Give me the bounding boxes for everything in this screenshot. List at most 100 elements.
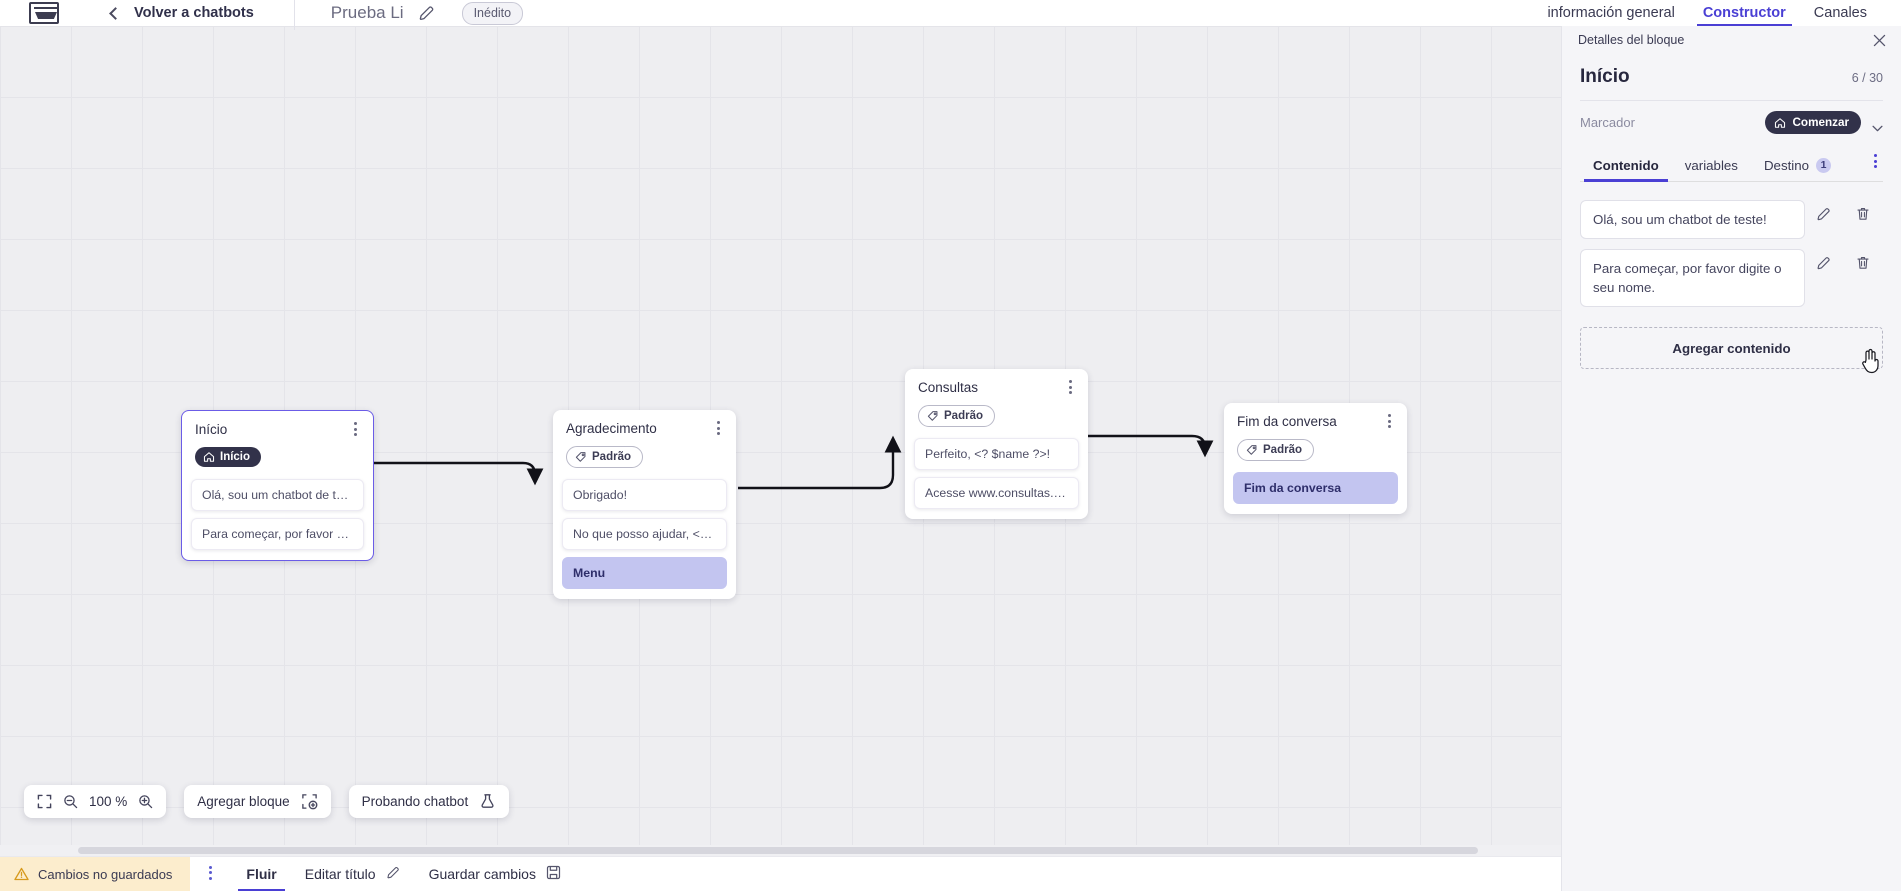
save-changes-button[interactable]: Guardar cambios [429,857,561,891]
node-header: Início [182,411,373,438]
node-message[interactable]: Obrigado! [562,478,727,511]
fit-screen-icon[interactable] [37,794,52,809]
node-title: Consultas [918,380,979,395]
node-message[interactable]: Olá, sou um chatbot de teste! [191,478,364,511]
panel-tabs: Contenido variables Destino 1 [1580,146,1883,182]
panel-tabs-menu-button[interactable] [1867,146,1883,181]
content-list: Olá, sou um chatbot de teste! Para começ… [1562,182,1901,308]
panel-tab-variables[interactable]: variables [1672,151,1751,181]
chevron-left-icon[interactable] [109,6,122,20]
node-title: Fim da conversa [1237,414,1337,429]
panel-tab-badge: 1 [1816,157,1832,173]
warning-triangle-icon [14,867,29,881]
trash-icon[interactable] [1843,200,1883,222]
zoom-in-icon[interactable] [138,794,153,809]
add-block-icon [301,793,318,810]
top-bar: Volver a chatbots Prueba Li Inédito info… [0,0,1901,30]
panel-tab-label: Destino [1763,157,1810,173]
chevron-down-icon[interactable] [1872,119,1883,132]
node-message[interactable]: Para começar, por favor digite o ... [191,517,364,550]
panel-header: Detalles del bloque [1562,26,1901,54]
node-title: Agradecimento [566,421,657,436]
block-count: 6 / 30 [1851,71,1883,85]
pencil-icon[interactable] [1805,249,1843,271]
node-message[interactable]: No que posso ajudar, <? $name ... [562,517,727,550]
node-tag-start: Início [195,446,262,467]
panel-tab-destino[interactable]: Destino 1 [1751,151,1844,181]
content-text[interactable]: Para começar, por favor digite o seu nom… [1580,248,1805,308]
tab-constructor[interactable]: Constructor [1689,0,1800,26]
top-tabs: información general Constructor Canales [1533,0,1901,26]
node-header: Fim da conversa [1224,403,1407,430]
trash-icon[interactable] [1843,249,1883,271]
zoom-level: 100 % [89,794,128,809]
scrollbar-thumb[interactable] [78,847,1478,854]
tab-informacion-general[interactable]: información general [1547,5,1675,21]
flow-canvas[interactable]: Início Início Olá, sou um chatbot de tes… [0,26,1561,856]
flow-node-inicio[interactable]: Início Início Olá, sou um chatbot de tes… [181,410,374,561]
node-header: Consultas [905,369,1088,396]
node-menu-button[interactable] [1382,414,1396,430]
zoom-controls: 100 % [24,785,167,818]
test-chatbot-label: Probando chatbot [361,794,469,809]
via-logo [29,2,59,24]
node-message-accent[interactable]: Menu [562,556,727,589]
panel-title-row: Início 6 / 30 [1580,54,1883,101]
test-chatbot-button[interactable]: Probando chatbot [348,785,510,818]
flask-icon [479,793,496,810]
unsaved-changes-label: Cambios no guardados [38,866,173,882]
node-message-accent[interactable]: Fim da conversa [1233,471,1398,504]
add-block-label: Agregar bloque [197,794,290,809]
marcador-value-pill[interactable]: Comenzar [1765,111,1861,134]
panel-tab-contenido[interactable]: Contenido [1580,151,1672,182]
edit-title-button[interactable]: Editar título [305,857,401,891]
block-details-panel: Detalles del bloque Início 6 / 30 Marcad… [1561,26,1901,891]
horizontal-scrollbar[interactable] [0,845,1561,856]
flow-node-consultas[interactable]: Consultas Padrão Perfeito, <? $name ?>! … [905,369,1088,519]
node-tag-label: Padrão [592,450,631,463]
home-icon [1775,117,1786,128]
flow-node-agradecimento[interactable]: Agradecimento Padrão Obrigado! No que po… [553,410,736,599]
bottom-menu-button[interactable] [202,865,218,883]
save-changes-label: Guardar cambios [428,866,536,882]
node-header: Agradecimento [553,410,736,437]
node-tag-label: Padrão [944,409,983,422]
node-title: Início [195,422,228,437]
canvas-toolbar: 100 % Agregar bloque Probando chatbot [24,785,510,818]
zoom-out-icon[interactable] [63,794,78,809]
add-block-button[interactable]: Agregar bloque [184,785,331,818]
content-item: Para começar, por favor digite o seu nom… [1580,248,1883,308]
edit-title-label: Editar título [304,866,376,882]
node-messages: Olá, sou um chatbot de teste! Para começ… [182,478,373,560]
content-item: Olá, sou um chatbot de teste! [1580,199,1883,239]
panel-body: Início 6 / 30 Marcador Comenzar Con [1562,54,1901,182]
add-content-button[interactable]: Agregar contenido [1580,327,1883,370]
node-tag-row: Início [182,438,373,479]
pencil-icon[interactable] [418,4,436,22]
home-icon [203,452,215,462]
content-text[interactable]: Olá, sou um chatbot de teste! [1580,199,1805,239]
node-menu-button[interactable] [348,422,362,438]
panel-tab-label: Contenido [1593,157,1659,173]
node-tag-label: Início [220,450,251,463]
bottom-tab-fluir[interactable]: Fluir [238,857,286,891]
pencil-icon[interactable] [1805,200,1843,222]
marcador-control: Comenzar [1765,111,1883,134]
panel-tab-label: variables [1684,157,1738,173]
flow-node-fim-da-conversa[interactable]: Fim da conversa Padrão Fim da conversa [1224,403,1407,514]
bottom-bar: Cambios no guardados Fluir Editar título… [0,856,1561,891]
node-tag-row: Padrão [905,396,1088,438]
tab-canales[interactable]: Canales [1813,5,1867,21]
node-message[interactable]: Perfeito, <? $name ?>! [914,437,1079,470]
save-icon [546,865,561,883]
node-menu-button[interactable] [1063,380,1077,396]
node-messages: Perfeito, <? $name ?>! Acesse www.consul… [905,437,1088,519]
edge-consultas-fim [1088,434,1214,458]
edge-inicio-agradecimento [373,461,544,486]
node-message[interactable]: Acesse www.consultas.com par... [914,476,1079,509]
back-to-chatbots-link[interactable]: Volver a chatbots [134,5,254,21]
tag-icon [1246,444,1257,455]
close-icon[interactable] [1872,33,1887,48]
node-menu-button[interactable] [711,421,725,437]
